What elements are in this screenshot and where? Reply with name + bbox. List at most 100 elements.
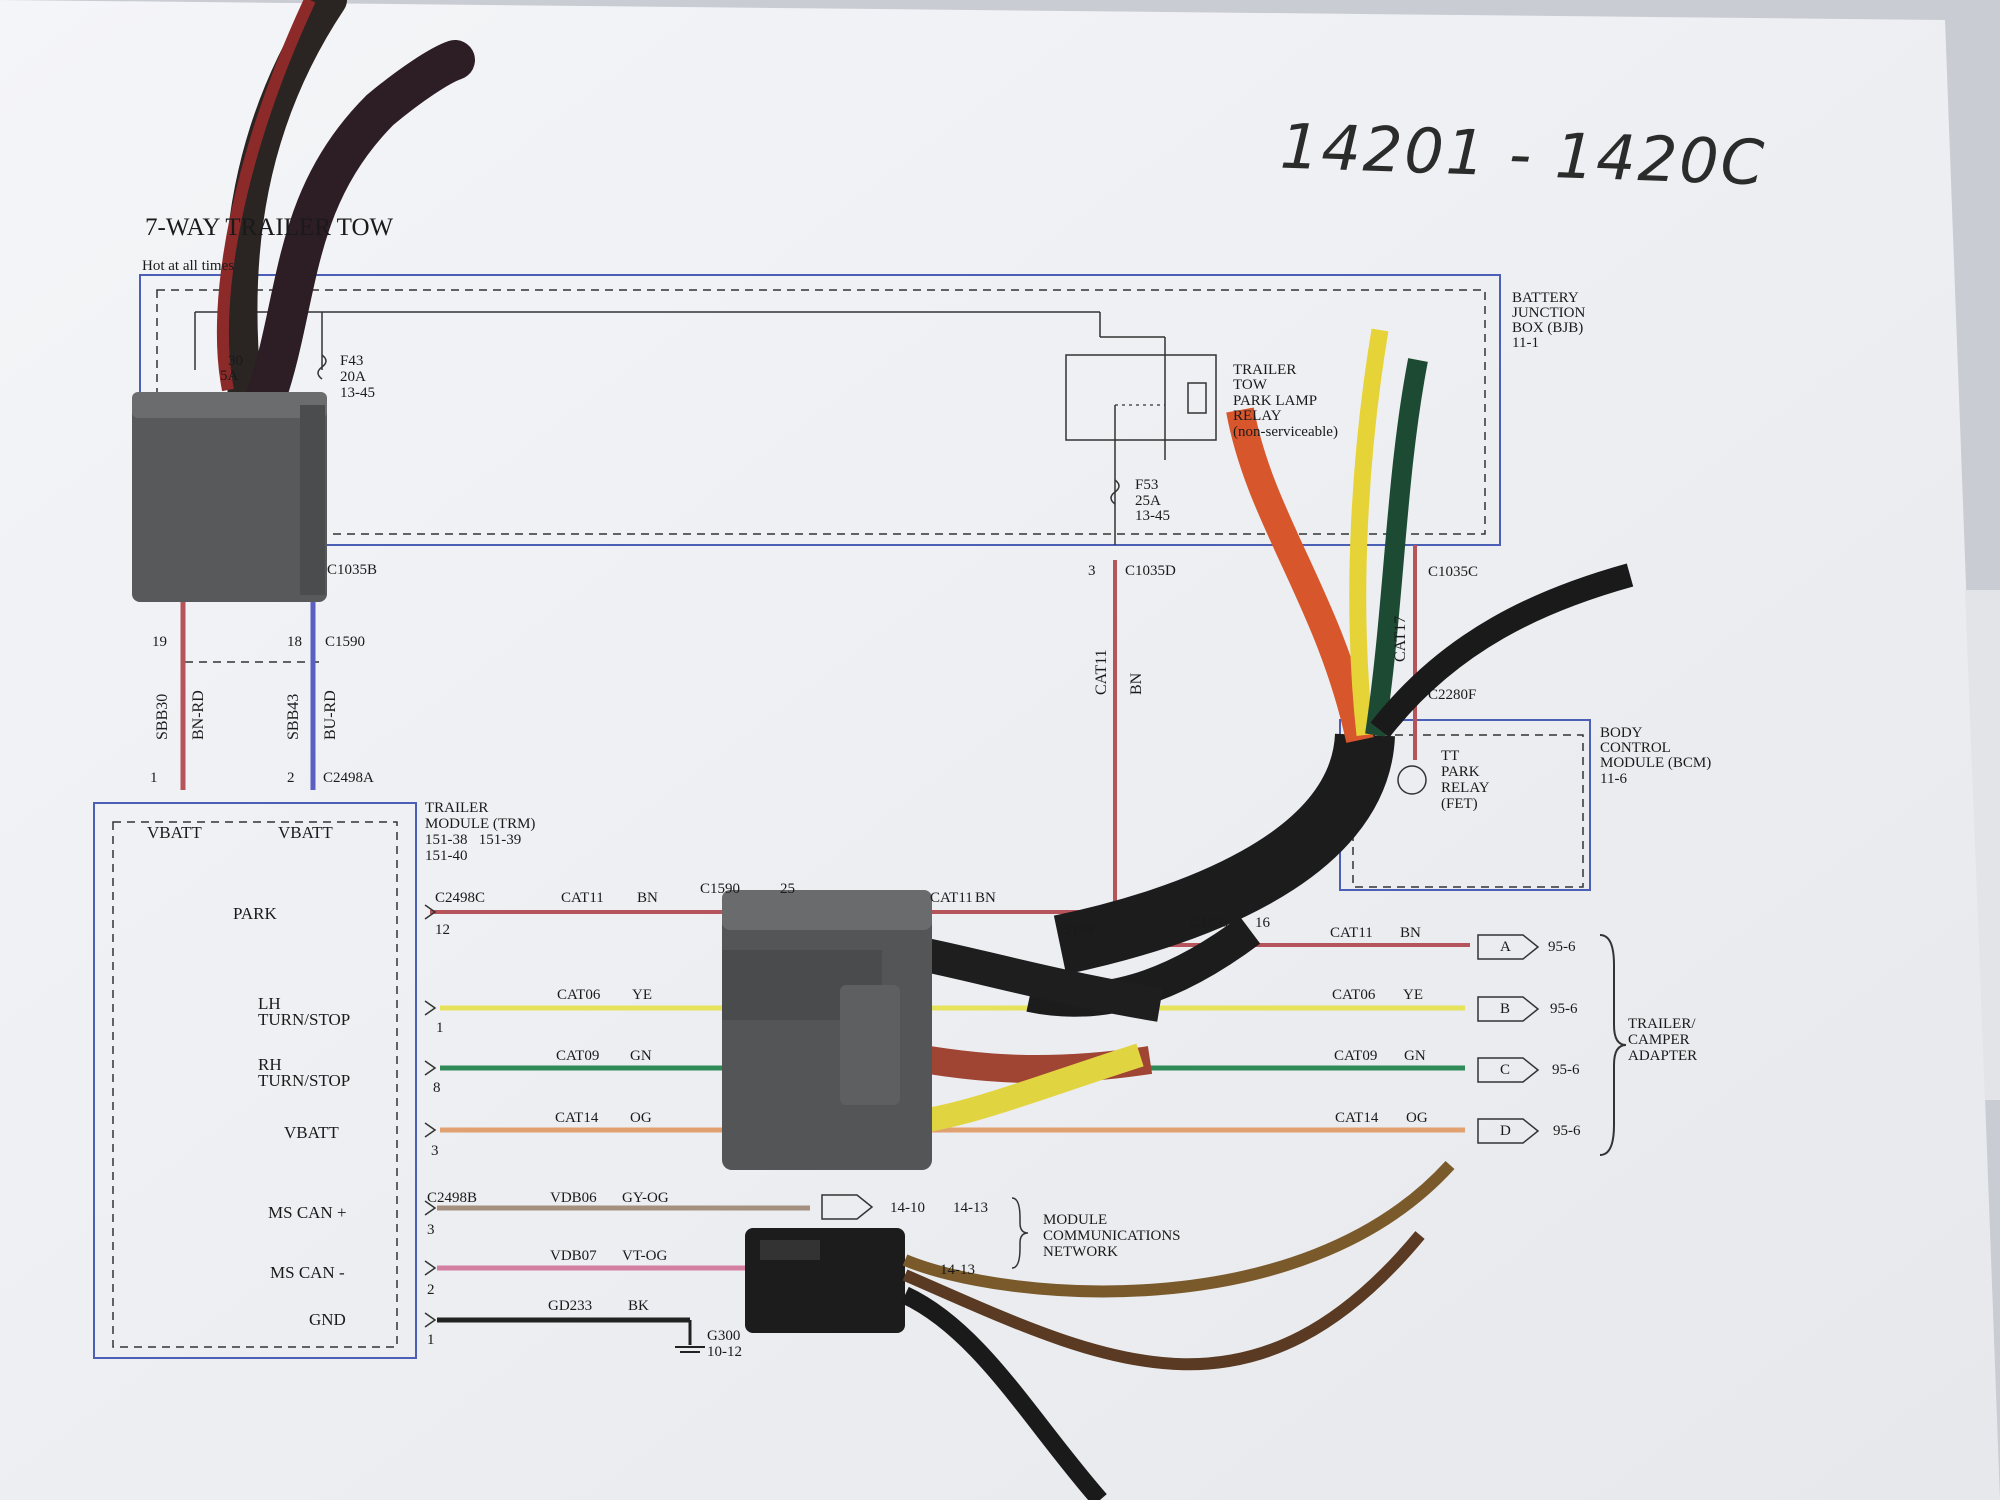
cable-purple bbox=[245, 40, 475, 420]
harness-bundle bbox=[1053, 732, 1395, 975]
wire-d-circuit: CAT14 bbox=[555, 1110, 599, 1126]
trm-park: PARK bbox=[233, 904, 277, 923]
wire-a-color: BN bbox=[637, 890, 658, 906]
bcm-label-2: CONTROL bbox=[1600, 740, 1671, 756]
pin-1-gnd: 1 bbox=[427, 1332, 435, 1348]
connector-c2280f: C2280F bbox=[1428, 687, 1477, 703]
wire-b-circuit-2: CAT06 bbox=[1332, 987, 1376, 1003]
terminal-c: C bbox=[1500, 1062, 1511, 1078]
relay-label-2: TOW bbox=[1233, 377, 1267, 393]
wire-a-color-2: BN bbox=[975, 890, 996, 906]
connector-can bbox=[745, 1228, 905, 1333]
ground-g300-2: 10-12 bbox=[707, 1344, 742, 1360]
cable-yellow bbox=[1349, 328, 1389, 736]
connector-c2498c: C2498C bbox=[435, 890, 486, 906]
wire-d-color: OG bbox=[630, 1110, 652, 1126]
pin-1-top: 1 bbox=[150, 770, 158, 786]
wire-a-circuit: CAT11 bbox=[561, 890, 604, 906]
bcm-relay-2: PARK bbox=[1441, 764, 1480, 780]
trm-lh-1: LH bbox=[258, 994, 281, 1013]
wire-c-circuit: CAT09 bbox=[556, 1048, 600, 1064]
cable-darkbrown bbox=[902, 1231, 1425, 1371]
cable-red-stripe bbox=[216, 0, 316, 392]
can-vdb06: VDB06 bbox=[550, 1190, 597, 1206]
connector-c1590-mid: C1590 bbox=[700, 881, 741, 897]
connector-c1591: C1591 bbox=[1190, 915, 1231, 931]
bjb-label-4: 11-1 bbox=[1512, 335, 1539, 351]
connector-c2498a: C2498A bbox=[323, 770, 374, 786]
fuse-f53-1: F53 bbox=[1135, 477, 1159, 493]
trm-vbatt-1: VBATT bbox=[147, 823, 202, 842]
wire-b-color: YE bbox=[632, 987, 652, 1003]
cable-black-top bbox=[223, 0, 347, 412]
wire-a-circuit-3: CAT11 bbox=[1330, 925, 1373, 941]
fuse-f53-2: 25A bbox=[1135, 493, 1161, 509]
connector-center bbox=[722, 890, 932, 1170]
wire-b-color-2: YE bbox=[1403, 987, 1423, 1003]
pin-16: 16 bbox=[1255, 915, 1270, 931]
terminal-b-ref: 95-6 bbox=[1550, 1001, 1578, 1017]
bcm-relay-1: TT bbox=[1441, 748, 1460, 764]
connector-c2498b: C2498B bbox=[427, 1190, 478, 1206]
can-ref-1: 14-10 bbox=[890, 1200, 925, 1216]
gnd-gd233: GD233 bbox=[548, 1298, 593, 1314]
trm-label-3: 151-38 151-39 bbox=[425, 832, 522, 848]
diagram-title: 7-WAY TRAILER TOW bbox=[145, 214, 394, 241]
can-ref-2: 14-13 bbox=[953, 1200, 988, 1216]
trm-label-2: MODULE (TRM) bbox=[425, 816, 536, 832]
fuse-f43-2: 20A bbox=[340, 369, 366, 385]
relay-label-3: PARK LAMP bbox=[1233, 393, 1318, 409]
wire-c-color: GN bbox=[630, 1048, 652, 1064]
splice-s198: S198 bbox=[1063, 922, 1094, 938]
wire-d-circuit-2: CAT14 bbox=[1335, 1110, 1379, 1126]
trm-lh-2: TURN/STOP bbox=[258, 1010, 351, 1029]
connector-top-left bbox=[132, 392, 327, 602]
diagram-subtitle: Hot at all times bbox=[142, 258, 235, 274]
connector-c1035d: C1035D bbox=[1125, 563, 1176, 579]
terminal-markers bbox=[821, 934, 1540, 1220]
pin-2-can: 2 bbox=[427, 1282, 435, 1298]
trm-rh-1: RH bbox=[258, 1055, 282, 1074]
cable-brown bbox=[902, 1160, 1455, 1298]
relay-box bbox=[1065, 354, 1217, 441]
fuse-left-2: 5A bbox=[220, 368, 239, 384]
pin-3-vbatt: 3 bbox=[431, 1143, 439, 1159]
can-vt-og: VT-OG bbox=[622, 1248, 668, 1264]
trm-box bbox=[93, 802, 417, 1359]
circuit-bn-rd: BN-RD bbox=[190, 690, 207, 740]
bcm-relay-4: (FET) bbox=[1441, 796, 1478, 812]
terminal-d: D bbox=[1500, 1123, 1511, 1139]
pin-25: 25 bbox=[780, 881, 795, 897]
can-gy-og: GY-OG bbox=[622, 1190, 669, 1206]
circuit-bu-rd: BU-RD bbox=[322, 690, 339, 740]
trm-rh-2: TURN/STOP bbox=[258, 1071, 351, 1090]
can-vdb07: VDB07 bbox=[550, 1248, 597, 1264]
pin-3-top: 3 bbox=[1088, 563, 1096, 579]
trm-label-4: 151-40 bbox=[425, 848, 468, 864]
bcm-relay-3: RELAY bbox=[1441, 780, 1490, 796]
pin-1-lh: 1 bbox=[436, 1020, 444, 1036]
relay-label-4: RELAY bbox=[1233, 408, 1282, 424]
cable-green bbox=[1365, 358, 1428, 737]
cable-orange bbox=[1226, 407, 1374, 743]
connector-c1035c: C1035C bbox=[1428, 564, 1479, 580]
relay-label-5: (non-serviceable) bbox=[1233, 424, 1338, 440]
trm-ms-can-minus: MS CAN - bbox=[270, 1263, 345, 1282]
can-network-1: MODULE bbox=[1043, 1212, 1108, 1228]
pin-19: 19 bbox=[152, 634, 167, 650]
trm-vbatt-3: VBATT bbox=[284, 1123, 339, 1142]
wire-d-color-2: OG bbox=[1406, 1110, 1428, 1126]
wire-b-circuit: CAT06 bbox=[557, 987, 601, 1003]
terminal-a-ref: 95-6 bbox=[1548, 939, 1576, 955]
trm-gnd: GND bbox=[309, 1310, 346, 1329]
trm-ms-can-plus: MS CAN + bbox=[268, 1203, 347, 1222]
pin-12: 12 bbox=[435, 922, 450, 938]
pin-8: 8 bbox=[433, 1080, 441, 1096]
terminal-d-ref: 95-6 bbox=[1553, 1123, 1581, 1139]
can-network-3: NETWORK bbox=[1043, 1244, 1118, 1260]
circuit-sbb30: SBB30 bbox=[154, 693, 171, 740]
cable-black-bottom bbox=[901, 1286, 1107, 1500]
bjb-label-1: BATTERY bbox=[1512, 290, 1579, 306]
